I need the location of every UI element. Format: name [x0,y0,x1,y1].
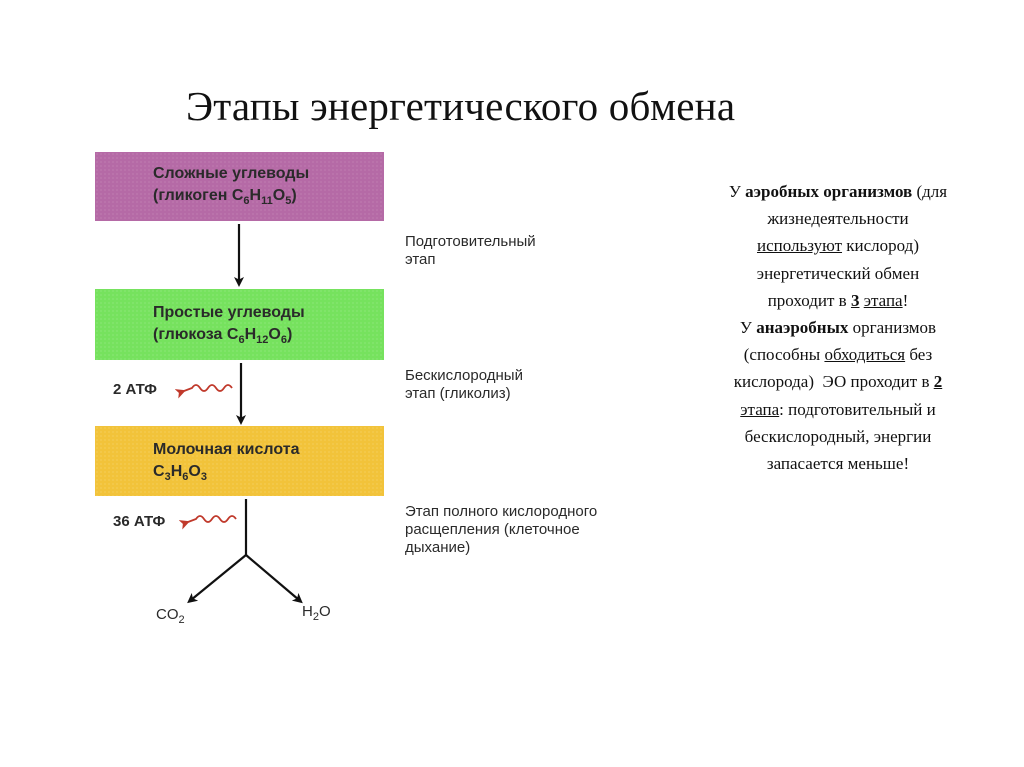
formula-subscript: 11 [261,195,273,208]
side-text-line: (способны обходиться без [668,341,1008,368]
atp-glycolysis-label: 2 АТФ [113,381,157,398]
lactic-acid-label: Молочная кислота [153,441,300,458]
side-text-run: этапа [863,290,903,310]
side-text-run: жизнедеятельности [767,209,909,229]
atp-respiration-arrow [178,515,237,530]
formula-subscript: 3 [200,471,207,484]
side-text-run: энергетический обмен [756,263,920,283]
glucose-prefix: (глюкоза [153,326,227,343]
side-text-run: анаэробных [756,318,849,338]
oxygen-stage-line: дыхание) [405,539,471,556]
side-text-run: (для [912,182,948,201]
glycogen-prefix: (гликоген [153,187,232,204]
glycogen-suffix: ) [291,187,297,204]
oxygen-stage-line: расщепления (клеточное [405,521,580,538]
formula-subscript: 12 [256,334,269,347]
side-text-run: используют [757,236,843,256]
formula-subscript: 6 [238,334,245,347]
atp-glycolysis-arrow [174,384,233,399]
h2o-end: O [318,603,331,620]
side-text-line: кислорода) ЭО проходит в 2 [668,368,1008,395]
formula-subscript: 5 [285,195,292,208]
side-text-line: используют кислород) [668,232,1008,259]
h2o-product: H2O [302,603,331,623]
anoxic-stage-line: Бескислородный [405,367,523,384]
side-text-run: бескислородный, энергии [744,426,932,446]
glucose-formula: (глюкоза C6H12O6) [153,324,384,351]
co2-subscript: 2 [178,614,185,626]
side-text-line: этапа: подготовительный и [668,396,1008,423]
co2-base: CO [156,606,179,623]
formula-element: O [188,463,201,480]
side-text-run: 2 [933,372,943,392]
anaerobic-paragraph: У анаэробных организмов(способны обходит… [668,314,1008,477]
glucose-formula-value: C6H12O6 [226,326,287,347]
complex-carbohydrates-label: Сложные углеводы [153,165,310,182]
formula-element: C [226,326,239,343]
h2o-base: H [302,603,313,620]
side-text-run: аэробных организмов [745,182,913,201]
side-text-line: У аэробных организмов (для [668,178,1008,205]
formula-subscript: 6 [182,471,189,484]
formula-element: H [244,326,257,343]
preparatory-stage-label: Подготовительный этап [405,233,536,269]
glucose-suffix: ) [286,326,293,343]
formula-element: O [272,187,286,204]
lactic-acid-box: Молочная кислота C3H6O3 [95,426,384,496]
side-text-line: бескислородный, энергии [668,423,1008,450]
formula-element: C [231,187,244,204]
side-text-run: У [728,182,746,201]
lactic-acid-formula-value: C3H6O3 [153,463,207,484]
side-text-run: (способны [743,345,825,365]
preparatory-stage-line: этап [405,251,436,268]
page-title: Этапы энергетического обмена [186,83,736,129]
simple-carbohydrates-label: Простые углеводы [153,304,305,321]
glycogen-formula-value: C6H11O5 [231,187,292,208]
side-text-run: запасается меньше! [766,454,910,474]
formula-subscript: 3 [164,471,171,484]
arrow-to-co2 [187,554,247,604]
side-text-run: У [739,318,757,338]
formula-element: C [153,463,165,480]
anoxic-stage-line: этап (гликолиз) [405,385,511,402]
glycogen-formula: (гликоген C6H11O5) [153,185,384,212]
formula-element: H [170,463,183,480]
simple-carbohydrates-box: Простые углеводы (глюкоза C6H12O6) [95,289,384,360]
side-text-run: организмов [848,318,937,338]
arrow-to-h2o [245,554,303,604]
side-text-run: ! [902,290,909,310]
side-text-run: этапа [740,399,780,419]
complex-carbohydrates-box: Сложные углеводы (гликоген C6H11O5) [95,152,384,221]
formula-subscript: 6 [243,195,250,208]
anoxic-stage-label: Бескислородный этап (гликолиз) [405,367,523,403]
side-text-run: 3 [850,290,860,310]
side-text-run: без [905,345,933,365]
atp-respiration-label: 36 АТФ [113,513,166,530]
side-text-run: проходит в [767,290,851,310]
side-text-run: обходиться [824,345,906,365]
formula-subscript: 6 [280,334,287,347]
side-text-run: кислорода) ЭО проходит в [733,372,934,392]
preparatory-stage-line: Подготовительный [405,233,536,250]
side-text-line: жизнедеятельности [668,205,1008,232]
formula-element: H [249,187,262,204]
side-text-run: кислород) [842,236,919,256]
side-text-line: энергетический обмен [668,260,1008,287]
h2o-subscript: 2 [312,611,319,623]
side-text-line: запасается меньше! [668,450,1008,477]
side-text-line: У анаэробных организмов [668,314,1008,341]
co2-product: CO2 [156,606,185,626]
oxygen-stage-line: Этап полного кислородного [405,503,598,520]
lactic-acid-formula: C3H6O3 [153,461,384,488]
formula-element: O [268,326,281,343]
side-text-run: : подготовительный и [779,399,936,419]
oxygen-stage-label: Этап полного кислородного расщепления (к… [405,503,597,557]
side-text-line: проходит в 3 этапа! [668,287,1008,314]
